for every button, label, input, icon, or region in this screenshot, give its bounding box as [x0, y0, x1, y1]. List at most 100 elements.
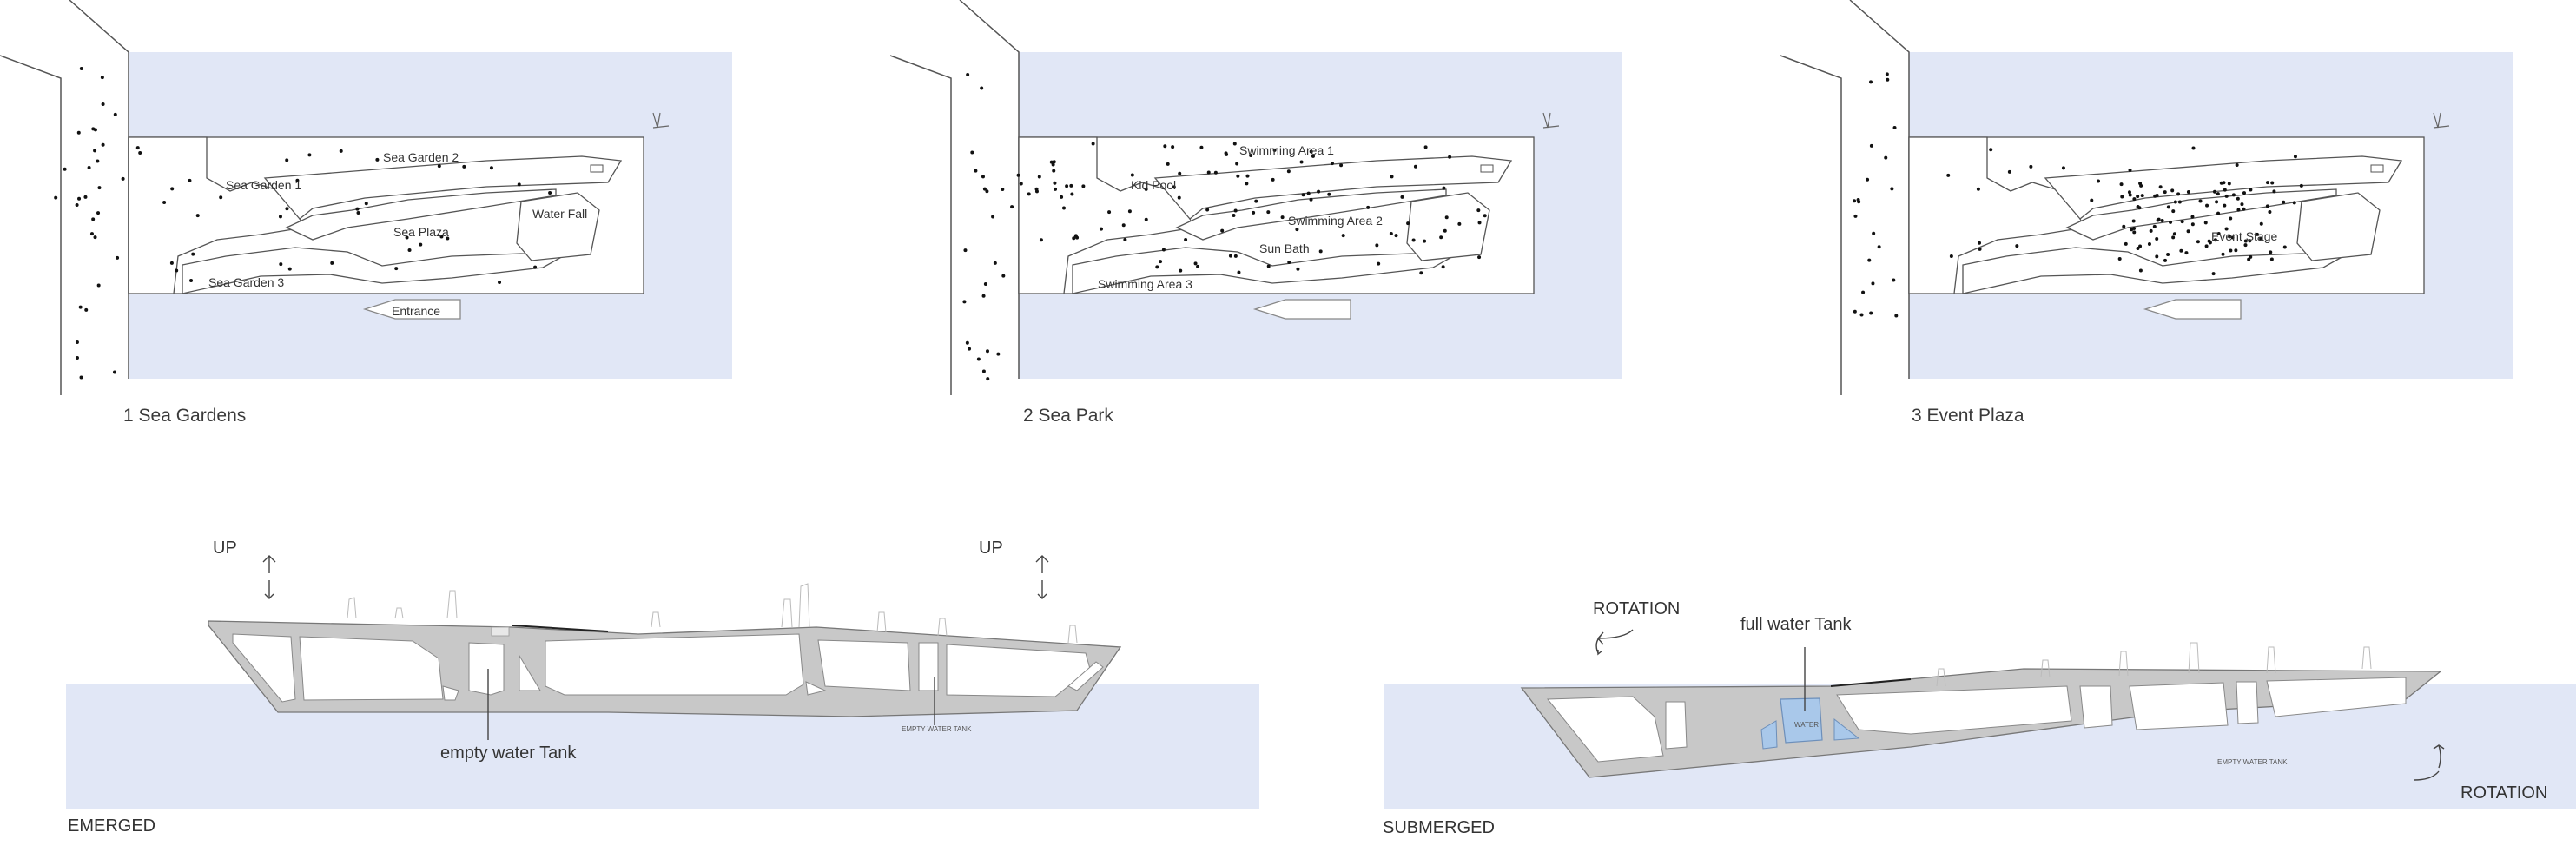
person-dot: [533, 265, 538, 269]
label-empty-tank-small: EMPTY WATER TANK: [902, 725, 972, 733]
person-dot: [2138, 244, 2143, 248]
person-dot: [965, 340, 969, 345]
person-dot: [101, 102, 105, 107]
person-dot: [188, 178, 192, 182]
person-dot: [1232, 142, 1237, 146]
person-dot: [278, 215, 282, 219]
person-dot: [2155, 254, 2159, 259]
caption-sea-gardens: 1 Sea Gardens: [123, 406, 247, 426]
person-dot: [1280, 215, 1285, 220]
person-dot: [191, 252, 195, 256]
person-dot: [2259, 221, 2263, 226]
person-dot: [1037, 175, 1041, 179]
person-dot: [1053, 181, 1057, 185]
person-dot: [1220, 228, 1225, 233]
person-dot: [2127, 190, 2131, 195]
person-dot: [517, 182, 521, 187]
person-dot: [2259, 236, 2263, 241]
person-dot: [2224, 194, 2229, 198]
label-empty-water-tank: empty water Tank: [440, 744, 577, 763]
person-dot: [2015, 244, 2019, 248]
person-dot: [2149, 228, 2153, 233]
person-dot: [1476, 208, 1481, 213]
person-dot: [1213, 170, 1218, 175]
person-dot: [138, 150, 142, 155]
person-dot: [2268, 209, 2272, 214]
label-rotation-right: ROTATION: [2460, 783, 2548, 803]
person-dot: [1249, 153, 1253, 157]
person-dot: [1163, 144, 1167, 149]
label-sea-garden-3: Sea Garden 3: [208, 275, 285, 289]
person-dot: [991, 215, 995, 219]
person-dot: [219, 195, 223, 200]
person-dot: [1448, 155, 1452, 159]
plan-panel-3: [1780, 0, 2513, 396]
person-dot: [1423, 145, 1428, 149]
person-dot: [1205, 208, 1210, 212]
person-dot: [1306, 191, 1311, 195]
person-dot: [2215, 200, 2219, 204]
person-dot: [79, 67, 83, 71]
person-dot: [1477, 221, 1482, 225]
person-dot: [2163, 258, 2168, 262]
person-dot: [2128, 193, 2132, 197]
person-dot: [1069, 183, 1073, 188]
person-dot: [419, 242, 423, 247]
person-dot: [2131, 219, 2136, 223]
person-dot: [1869, 80, 1873, 84]
person-dot: [2255, 232, 2259, 236]
person-dot: [2207, 239, 2211, 243]
person-dot: [87, 166, 91, 170]
person-dot: [2211, 272, 2216, 276]
person-dot: [2248, 239, 2252, 243]
person-dot: [2171, 235, 2176, 240]
person-dot: [1107, 210, 1112, 215]
person-dot: [2240, 202, 2244, 207]
person-dot: [2292, 201, 2296, 205]
person-dot: [974, 169, 978, 173]
label-up-left: UP: [213, 539, 237, 558]
person-dot: [1327, 192, 1331, 196]
person-dot: [2196, 240, 2200, 244]
person-dot: [2119, 182, 2124, 187]
person-dot: [2130, 228, 2134, 232]
person-dot: [1052, 160, 1056, 164]
person-dot: [1144, 187, 1148, 191]
person-dot: [2139, 183, 2143, 188]
person-dot: [91, 127, 96, 131]
person-dot: [2299, 183, 2303, 188]
person-dot: [78, 305, 83, 309]
person-dot: [2155, 237, 2159, 241]
label-entrance: Entrance: [392, 304, 441, 318]
person-dot: [2190, 222, 2195, 227]
person-dot: [1309, 149, 1313, 154]
person-dot: [981, 175, 985, 179]
person-dot: [1001, 187, 1005, 191]
person-dot: [76, 130, 81, 135]
person-dot: [1266, 264, 1271, 268]
person-dot: [2132, 230, 2137, 235]
person-dot: [1184, 237, 1188, 241]
person-dot: [1232, 214, 1236, 218]
person-dot: [63, 167, 67, 171]
person-dot: [1341, 234, 1345, 238]
person-dot: [1233, 254, 1238, 258]
person-dot: [2177, 200, 2182, 204]
person-dot: [1423, 239, 1427, 243]
person-dot: [1286, 169, 1291, 174]
person-dot: [1309, 197, 1313, 202]
person-dot: [1946, 173, 1951, 177]
label-swimming-area-2: Swimming Area 2: [1288, 214, 1383, 228]
person-dot: [330, 261, 334, 265]
person-dot: [2269, 257, 2274, 261]
person-dot: [1072, 236, 1076, 241]
person-dot: [982, 187, 987, 191]
person-dot: [339, 149, 343, 153]
person-dot: [307, 153, 312, 157]
label-up-right: UP: [979, 539, 1003, 558]
person-dot: [355, 207, 360, 211]
person-dot: [1196, 264, 1200, 268]
person-dot: [2212, 189, 2216, 194]
person-dot: [1159, 260, 1163, 264]
person-dot: [1872, 231, 1876, 235]
